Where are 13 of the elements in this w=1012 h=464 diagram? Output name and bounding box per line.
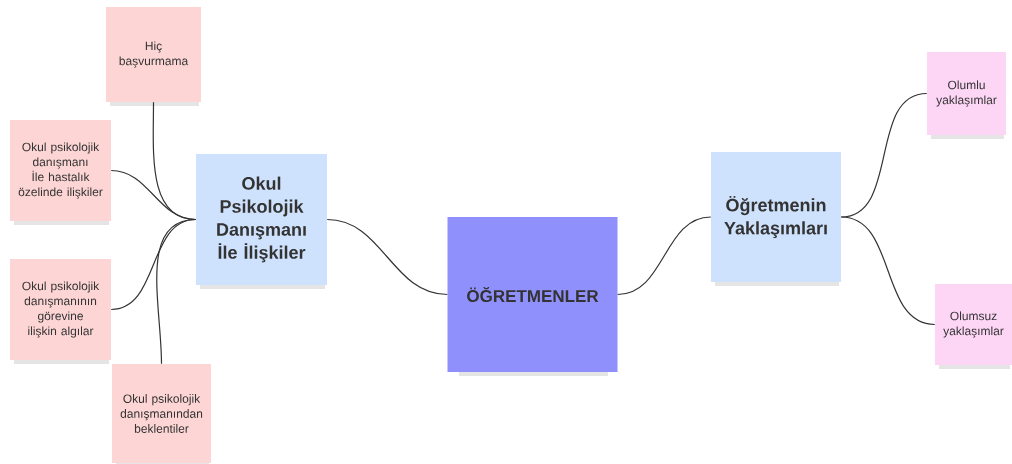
connector xyxy=(326,218,448,296)
sticky-note: Olumlu yaklaşımlar xyxy=(927,52,1006,139)
connector xyxy=(156,218,197,365)
topic-box: ÖĞRETMENLER xyxy=(447,217,618,376)
connector xyxy=(617,216,712,296)
topic-box: Öğretmenin Yaklaşımları xyxy=(711,152,841,286)
sticky-note: Okul psikolojik danışmanı İle hastalık özelinde ilişkiler xyxy=(10,120,111,225)
topic-box: Okul Psikolojik Danışmanı İle İlişkiler xyxy=(196,154,327,289)
sticky-note: Olumsuz yaklaşımlar xyxy=(935,284,1012,369)
connector xyxy=(840,216,936,326)
sticky-note: Hiç başvurmama xyxy=(106,7,201,106)
sticky-note: Okul psikolojik danışmanının görevine ilişkin algılar xyxy=(10,259,111,364)
sticky-note: Okul psikolojik danışmanından beklentiler xyxy=(112,364,211,464)
